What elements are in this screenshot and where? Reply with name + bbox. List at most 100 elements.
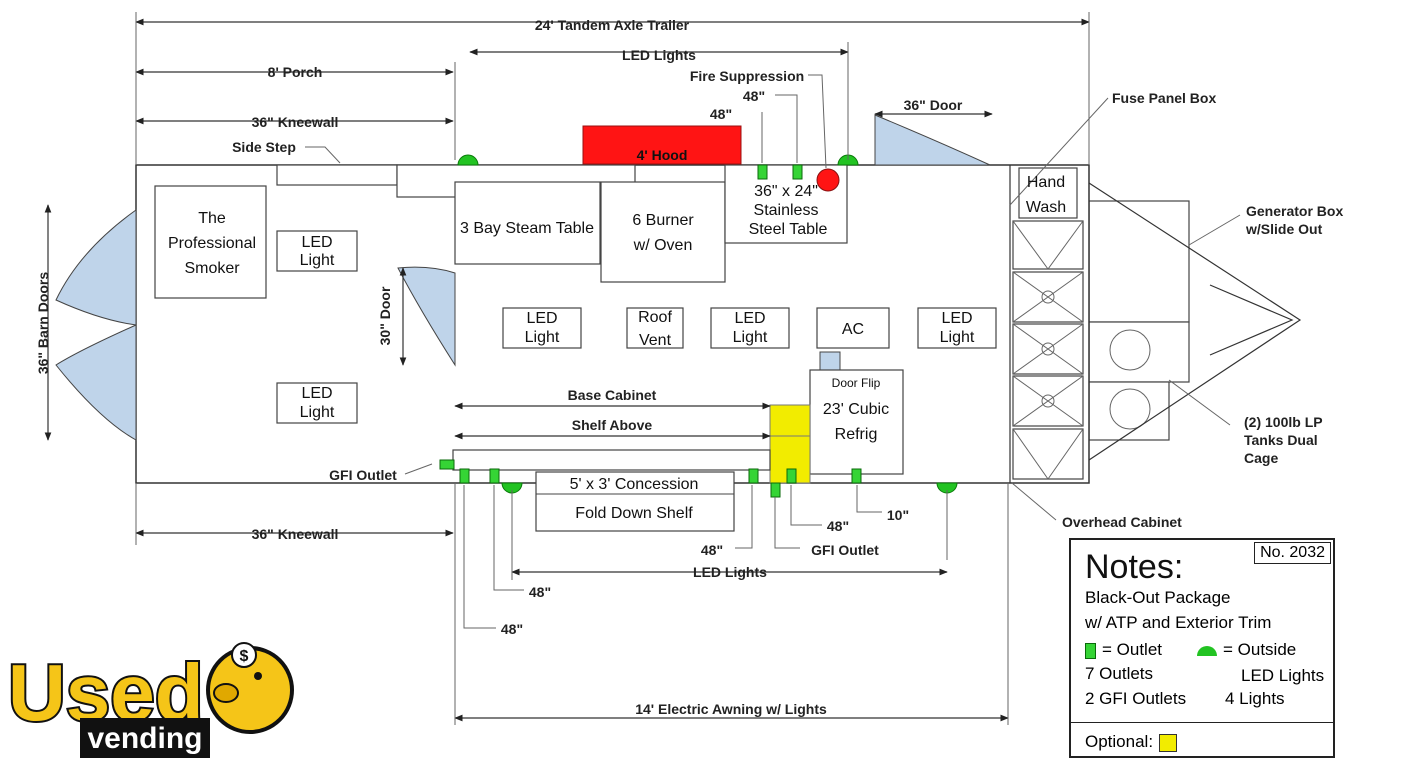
concession-label: 5' x 3' Concession [570, 476, 699, 493]
led-light-label: Light [525, 329, 560, 346]
gfi-outlet [770, 482, 781, 498]
optional-text: Optional: [1085, 732, 1154, 751]
lp-tanks-label: Cage [1244, 450, 1278, 466]
led-light-label: LED [941, 310, 972, 327]
hand-wash [1018, 167, 1078, 219]
refrig-label: Refrig [835, 426, 878, 443]
trailer-tongue [1088, 182, 1302, 461]
led-light-label: LED [526, 310, 557, 327]
fire-suppression [816, 168, 840, 192]
awning-label: 14' Electric Awning w/ Lights [635, 701, 827, 717]
smoker-label: Professional [168, 235, 256, 252]
porch-label: 8' Porch [268, 64, 323, 80]
smoker [154, 185, 267, 299]
led-light-label: LED [301, 385, 332, 402]
side-step-label: Side Step [232, 139, 296, 155]
notes-divider [1071, 722, 1333, 723]
burner-label: w/ Oven [633, 237, 693, 254]
notes-trim: w/ ATP and Exterior Trim [1085, 613, 1272, 632]
concession-window [535, 471, 735, 532]
led-light [502, 307, 582, 349]
optional-cabinet [769, 404, 811, 437]
optional-swatch [1159, 733, 1178, 752]
notes-box: Notes: No. 2032 Black-Out Package w/ ATP… [1069, 538, 1335, 758]
led-light [276, 230, 358, 272]
measure-48: 48" [710, 106, 732, 122]
led-light-label: Light [940, 329, 975, 346]
lp-tank [1109, 388, 1151, 430]
stainless-label: Steel Table [749, 221, 828, 238]
legend-outlet: = Outlet [1085, 640, 1162, 660]
smoker-label: The [198, 210, 226, 227]
steam-table [454, 181, 601, 265]
kneewall-bottom-label: 36" Kneewall [252, 526, 339, 542]
logo-vending-bg [80, 718, 210, 758]
outside-legend-text: = Outside [1223, 640, 1297, 659]
led-lights-top-label: LED Lights [622, 47, 696, 63]
notes-package: Black-Out Package [1085, 588, 1231, 607]
led-lights-bottom-label: LED Lights [693, 564, 767, 580]
hand-wash-label: Wash [1026, 199, 1066, 216]
gfi-count: 2 GFI Outlets [1085, 689, 1187, 708]
outlet-legend-icon [1085, 642, 1096, 659]
outside-light-legend-icon [1197, 645, 1217, 656]
led-light [276, 382, 358, 424]
overhead-cabinet-label: Overhead Cabinet [1062, 514, 1182, 530]
measure-48: 48" [743, 88, 765, 104]
led-light [917, 307, 997, 349]
measure-48: 48" [827, 518, 849, 534]
hand-wash-label: Hand [1027, 174, 1065, 191]
led-light-label: Light [733, 329, 768, 346]
barn-doors [55, 209, 137, 441]
fuse-panel-label: Fuse Panel Box [1112, 90, 1216, 106]
measure-48: 48" [501, 621, 523, 637]
door-30 [397, 266, 456, 367]
burner-label: 6 Burner [632, 212, 694, 229]
lp-tanks-label: Tanks Dual [1244, 432, 1318, 448]
led-light [710, 307, 790, 349]
kneewall-top-label: 36" Kneewall [252, 114, 339, 130]
dimension-lines [44, 12, 1241, 725]
door-30-label: 30" Door [377, 286, 393, 345]
refrig-label: 23' Cubic [823, 401, 889, 418]
trailer-length-label: 24' Tandem Axle Trailer [535, 17, 690, 33]
led-light-label: LED [301, 234, 332, 251]
base-cabinet-label: Base Cabinet [568, 387, 657, 403]
logo-vending-text: vending [87, 722, 202, 755]
fold-down-label: Fold Down Shelf [575, 505, 693, 522]
roof-vent-label: Roof [638, 309, 672, 326]
stainless-label: Stainless [754, 202, 819, 219]
svg-text:$: $ [240, 648, 249, 665]
door-36-label: 36" Door [904, 97, 963, 113]
led-light-label: Light [300, 404, 335, 421]
lights-count: 4 Lights [1225, 689, 1285, 708]
measure-48: 48" [701, 542, 723, 558]
lp-tanks-label: (2) 100lb LP [1244, 414, 1323, 430]
plan-number: No. 2032 [1254, 542, 1331, 564]
cabinet-column [1012, 220, 1084, 480]
gfi-outlet-left-label: GFI Outlet [329, 467, 397, 483]
optional-legend: Optional: [1085, 732, 1178, 752]
notes-title: Notes: [1085, 548, 1184, 586]
outlets-count: 7 Outlets [1085, 664, 1154, 683]
measure-48: 48" [529, 584, 551, 600]
shelf-above-label: Shelf Above [572, 417, 653, 433]
ac-label: AC [842, 321, 864, 338]
lp-tank-cage [1088, 381, 1170, 441]
gfi-outlet-bottom-label: GFI Outlet [811, 542, 879, 558]
steam-table-label: 3 Bay Steam Table [460, 220, 594, 237]
refrigerator [809, 369, 904, 475]
fire-suppression-label: Fire Suppression [690, 68, 804, 84]
door-36 [874, 114, 991, 166]
side-step [276, 164, 398, 186]
smoker-label: Smoker [184, 260, 240, 277]
outlets [439, 164, 862, 498]
generator-box [1088, 200, 1190, 323]
gfi-outlet [439, 459, 455, 470]
barn-doors-label: 36" Barn Doors [35, 272, 51, 375]
dollar-coin-icon [231, 642, 257, 668]
ac-unit [816, 307, 890, 349]
hood-label: 4' Hood [637, 147, 688, 163]
stainless-label: 36" x 24" [754, 183, 818, 200]
outside-legend-text2: LED Lights [1241, 666, 1325, 685]
